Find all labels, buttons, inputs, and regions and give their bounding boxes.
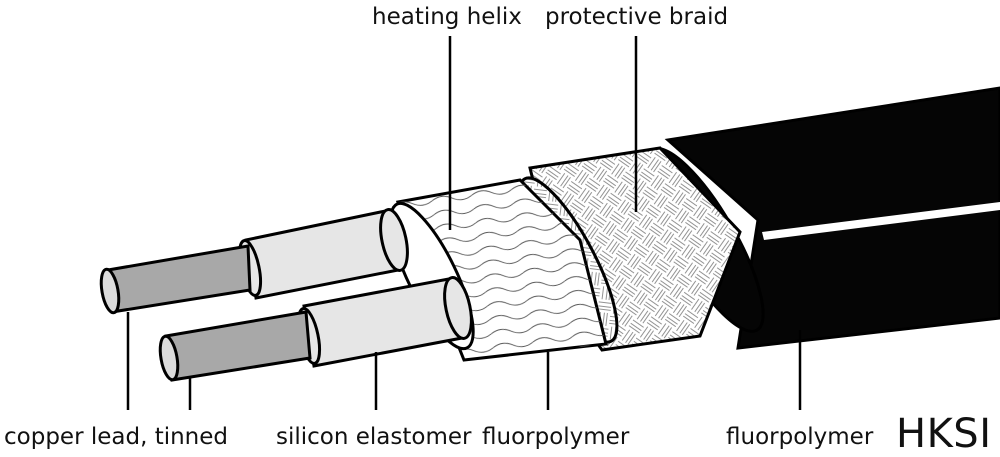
lower-conductor [158, 276, 473, 382]
label-copper-lead: copper lead, tinned [4, 424, 229, 450]
label-fluorpolymer-inner: fluorpolymer [482, 424, 630, 450]
jacket-stripe [762, 202, 1000, 240]
leader-lines [126, 36, 802, 410]
label-fluorpolymer-outer: fluorpolymer [726, 424, 874, 450]
label-heating-helix: heating helix [372, 4, 522, 30]
product-code: HKSI [896, 411, 992, 457]
label-silicon-elastomer: silicon elastomer [276, 424, 472, 450]
label-protective-braid: protective braid [545, 4, 729, 30]
upper-conductor [99, 208, 409, 315]
